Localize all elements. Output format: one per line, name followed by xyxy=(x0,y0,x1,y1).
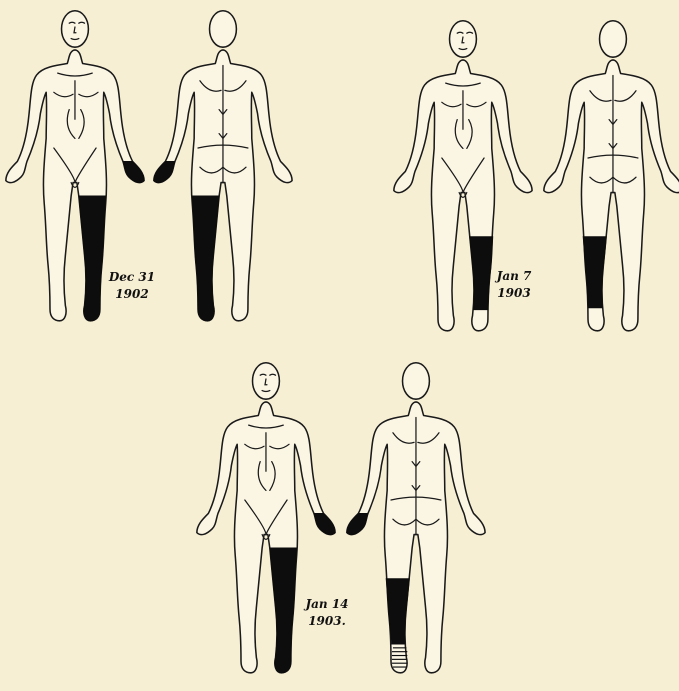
date-caption-jan7: Jan 7 1903 xyxy=(486,268,542,302)
date-caption-jan7-line2: 1903 xyxy=(486,285,542,302)
date-caption-dec31-line1: Dec 31 xyxy=(104,269,160,286)
figure-back-jan7 xyxy=(544,21,679,331)
date-caption-dec31: Dec 31 1902 xyxy=(104,269,160,303)
date-caption-jan14: Jan 14 1903. xyxy=(296,596,358,630)
date-caption-dec31-line2: 1902 xyxy=(104,286,160,303)
date-caption-jan7-line1: Jan 7 xyxy=(486,268,542,285)
figure-back-dec31 xyxy=(154,11,292,321)
date-caption-jan14-line2: 1903. xyxy=(296,613,358,630)
figure-back-jan14 xyxy=(347,363,485,673)
date-caption-jan14-line1: Jan 14 xyxy=(296,596,358,613)
